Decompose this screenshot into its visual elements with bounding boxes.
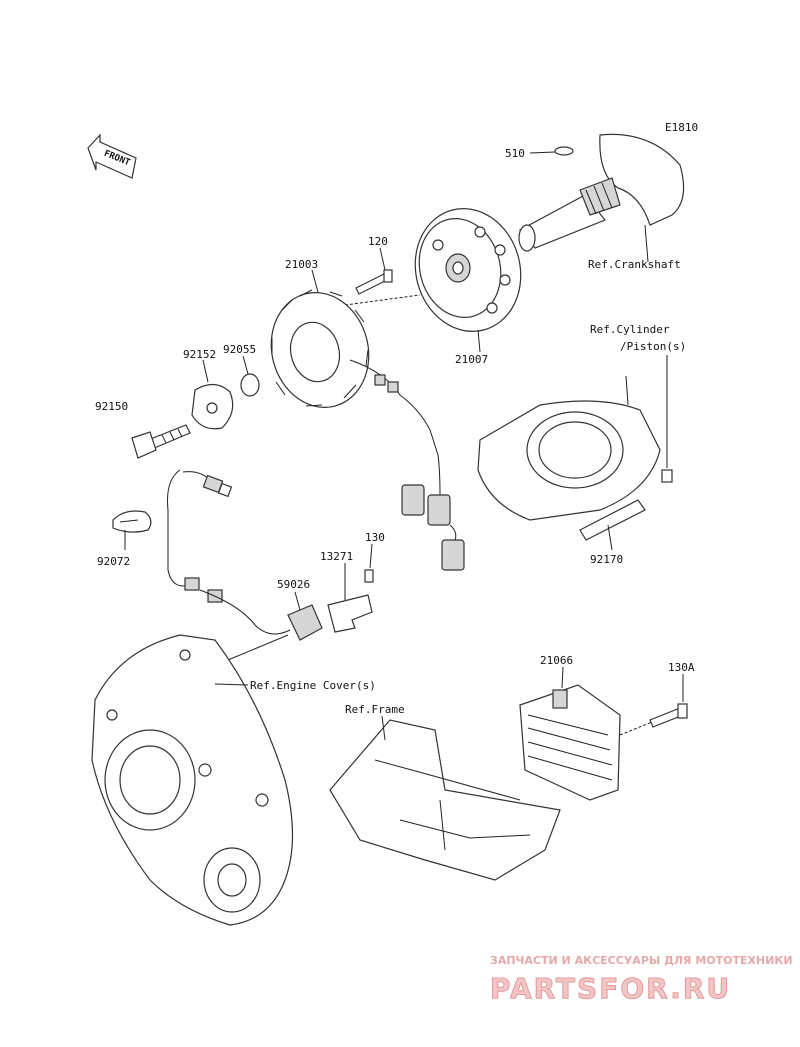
wire-harness-drawing <box>167 469 323 661</box>
crankshaft-drawing <box>518 133 685 252</box>
ref-cylinder-line2: /Piston(s) <box>620 340 686 353</box>
diagram-code: E1810 <box>665 121 698 134</box>
part-label-21066: 21066 <box>540 654 573 667</box>
part-label-510: 510 <box>505 147 525 160</box>
part-label-92170: 92170 <box>590 553 623 566</box>
part-label-21007: 21007 <box>455 353 488 366</box>
part-label-130: 130 <box>365 531 385 544</box>
cylinder-drawing <box>477 400 673 541</box>
part-label-21003: 21003 <box>285 258 318 271</box>
ref-frame: Ref.Frame <box>345 703 405 716</box>
part-label-13271: 13271 <box>320 550 353 563</box>
bolt-120-drawing <box>355 269 393 295</box>
regulator-drawing <box>519 684 621 801</box>
part-label-92055: 92055 <box>223 343 256 356</box>
part-label-92072: 92072 <box>97 555 130 568</box>
ref-engine-cover: Ref.Engine Cover(s) <box>250 679 376 692</box>
part-label-120: 120 <box>368 235 388 248</box>
bracket-drawing <box>327 569 374 633</box>
ref-crankshaft: Ref.Crankshaft <box>588 258 681 271</box>
bolt-92150-drawing <box>131 424 191 459</box>
front-arrow-icon: FRONT <box>87 133 137 179</box>
engine-cover-drawing <box>91 634 294 926</box>
part-label-92150: 92150 <box>95 400 128 413</box>
o-ring-drawing <box>240 373 260 397</box>
bolt-130a-drawing <box>649 703 688 728</box>
rotor-drawing <box>414 208 522 332</box>
part-label-59026: 59026 <box>277 578 310 591</box>
plate-drawing <box>191 383 234 430</box>
ref-cylinder-line1: Ref.Cylinder <box>590 323 670 336</box>
part-label-92152: 92152 <box>183 348 216 361</box>
part-label-130a: 130A <box>668 661 695 674</box>
watermark-tagline: ЗАПЧАСТИ И АКСЕССУАРЫ ДЛЯ МОТОТЕХНИКИ <box>490 954 793 967</box>
connectors-drawing <box>401 454 465 571</box>
frame-drawing <box>329 719 561 881</box>
watermark-logo: PARTSFOR.RU <box>490 972 731 1005</box>
stator-drawing <box>270 289 439 456</box>
clamp-drawing <box>112 510 152 533</box>
